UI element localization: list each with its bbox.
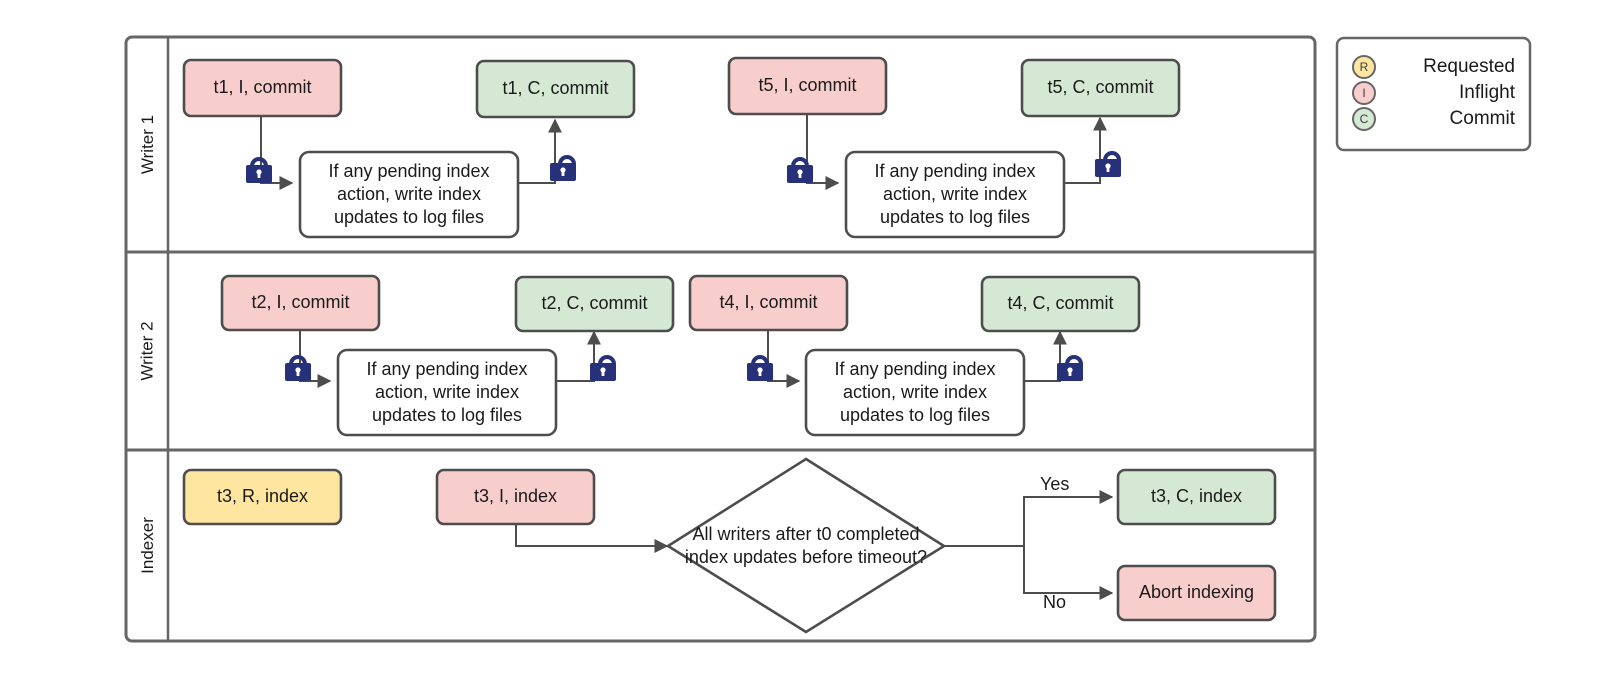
legend-label-requested: Requested — [1423, 56, 1515, 77]
node-w1-t5-inflight — [727, 56, 888, 116]
node-ix-t3-commit — [1116, 468, 1277, 526]
legend-badge-letter-inflight: I — [1362, 86, 1366, 100]
node-w1-t5-commit — [1020, 58, 1181, 118]
edge-label-no: No — [1043, 592, 1067, 612]
w1-lock-open-right — [1095, 151, 1121, 177]
label-w1-t1-commit: t1, C, commit — [502, 78, 609, 99]
legend-panel — [1335, 36, 1532, 152]
legend-badge-letter-requested: R — [1359, 60, 1369, 74]
node-w2-proc-right — [804, 348, 1026, 437]
label-w2-t4-commit: t4, C, commit — [1007, 293, 1114, 314]
lane-title-indexer-label: Indexer — [137, 517, 157, 574]
node-w1-t1-commit — [475, 59, 636, 119]
node-ix-t3-inflight — [435, 468, 596, 526]
edge-ix-yes — [1023, 490, 1114, 546]
legend-label-inflight: Inflight — [1459, 82, 1515, 103]
w2-lock-closed-right — [747, 355, 773, 381]
legend-badge-requested — [1352, 55, 1376, 79]
w1-lock-open-left — [550, 155, 576, 181]
label-w1-t5-inflight: t5, I, commit — [758, 75, 857, 96]
edge-ix-no — [1023, 546, 1114, 600]
label-w2-proc-right: If any pending index action, write index… — [834, 358, 996, 426]
label-w2-t2-inflight: t2, I, commit — [251, 292, 350, 313]
w1-lock-closed-right — [787, 157, 813, 183]
lane-title-writer-2-label: Writer 2 — [137, 321, 157, 381]
node-w1-proc-right — [844, 150, 1066, 239]
node-w1-t1-inflight — [182, 58, 343, 118]
indexer-lane-content — [182, 457, 1277, 634]
edge-w1-proc-to-commit — [518, 118, 562, 184]
writer-1-lane-content — [182, 56, 1181, 239]
label-w2-t4-inflight: t4, I, commit — [719, 292, 818, 313]
node-w2-t4-commit — [980, 275, 1141, 333]
edge-label-yes: Yes — [1040, 474, 1070, 494]
node-w2-proc-left — [336, 348, 558, 437]
node-w2-t2-inflight — [220, 274, 381, 332]
writer-2-lane-content — [220, 274, 1141, 437]
w2-lock-open-left — [590, 355, 616, 381]
node-ix-t3-requested — [182, 468, 343, 526]
label-w1-proc-right: If any pending index action, write index… — [874, 160, 1036, 228]
legend-badge-commit — [1352, 107, 1376, 131]
label-w1-t5-commit: t5, C, commit — [1047, 77, 1154, 98]
label-ix-t3-commit: t3, C, index — [1150, 486, 1243, 507]
label-ix-decision: All writers after t0 completed index upd… — [684, 523, 928, 567]
label-ix-t3-inflight: t3, I, index — [473, 486, 558, 507]
lane-title-writer-2: Writer 2 — [49, 321, 247, 380]
node-w2-t2-commit — [514, 275, 675, 333]
label-ix-t3-requested: t3, R, index — [216, 486, 309, 507]
w1-lock-closed-left — [246, 157, 272, 183]
lane-title-indexer: Indexer — [52, 517, 243, 574]
w2-lock-closed-left — [285, 355, 311, 381]
label-w2-proc-left: If any pending index action, write index… — [366, 358, 528, 426]
legend-badge-inflight — [1352, 81, 1376, 105]
node-w2-t4-inflight — [688, 274, 849, 332]
lane-title-writer-1: Writer 1 — [40, 115, 255, 174]
label-w1-t1-inflight: t1, I, commit — [213, 77, 312, 98]
lane-title-writer-1-label: Writer 1 — [137, 114, 157, 175]
legend-label-commit: Commit — [1449, 108, 1515, 129]
node-ix-abort — [1116, 564, 1277, 622]
edge-w1-proc-to-t5-commit — [1063, 116, 1107, 184]
edge-ix-inflight-to-decision — [515, 523, 669, 553]
node-w1-proc-left — [298, 150, 520, 239]
legend-badge-letter-commit: C — [1359, 112, 1369, 126]
label-w2-t2-commit: t2, C, commit — [541, 293, 648, 314]
w2-lock-open-right — [1057, 355, 1083, 381]
label-ix-abort: Abort indexing — [1138, 582, 1255, 603]
node-ix-decision — [665, 457, 947, 634]
label-w1-proc-left: If any pending index action, write index… — [328, 160, 490, 228]
